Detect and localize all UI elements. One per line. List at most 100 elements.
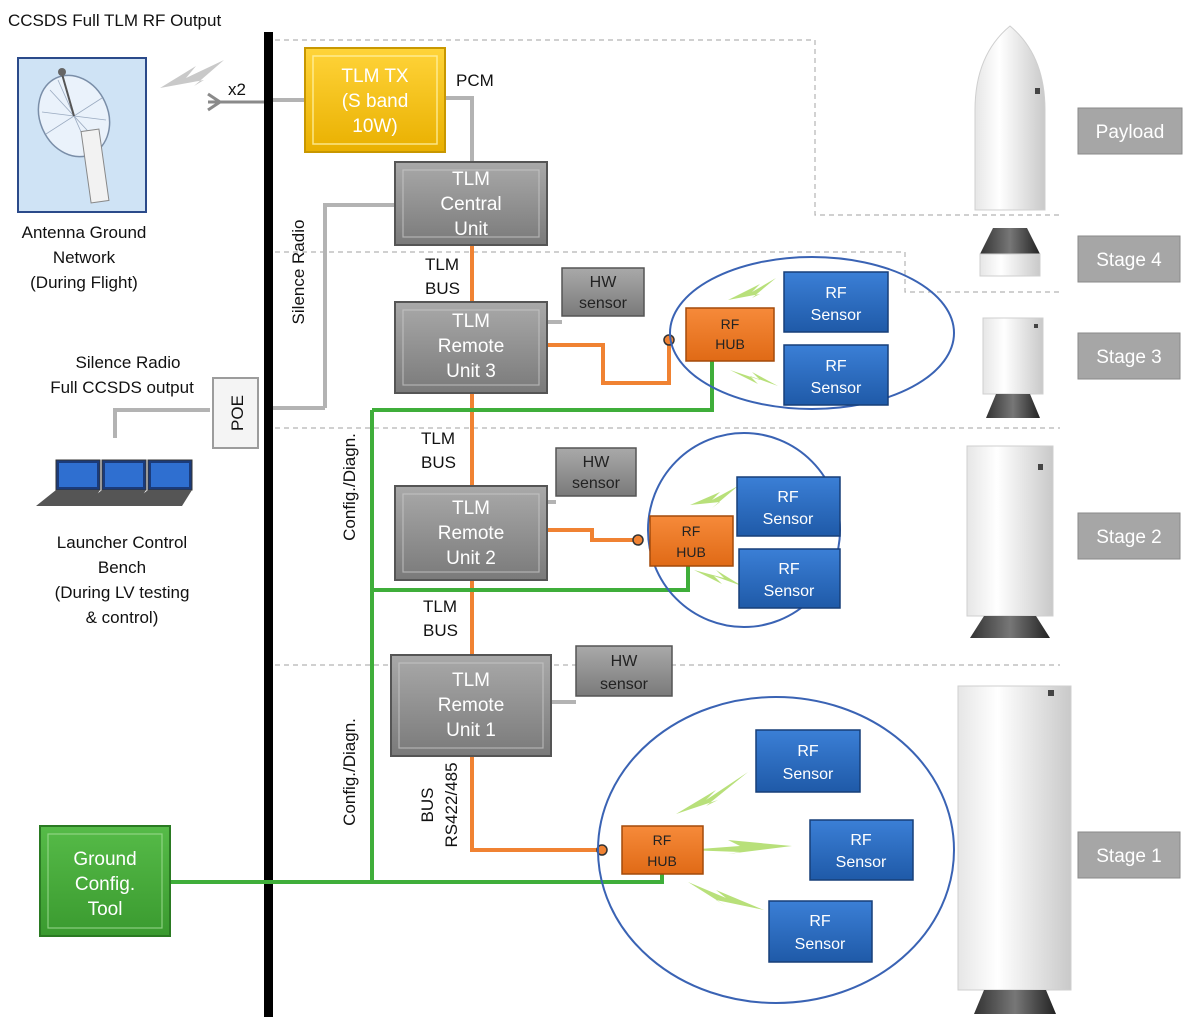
svg-text:Config.: Config. <box>75 874 135 895</box>
svg-text:sensor: sensor <box>572 475 621 492</box>
config-diagn-label: Config./Diagn. <box>340 718 359 826</box>
svg-text:TLM: TLM <box>452 169 490 190</box>
svg-text:BUS: BUS <box>421 453 456 472</box>
rf-hub: RF HUB <box>685 307 775 362</box>
svg-text:& control): & control) <box>86 608 159 627</box>
main-bus-line <box>264 32 273 1017</box>
svg-text:10W): 10W) <box>352 116 397 137</box>
svg-text:Ground: Ground <box>73 849 136 870</box>
svg-text:TLM: TLM <box>452 498 490 519</box>
tlm-bus-label: TLM BUS <box>425 255 460 298</box>
svg-text:HUB: HUB <box>647 853 677 869</box>
rf-hub: RF HUB <box>621 825 704 875</box>
svg-text:RF: RF <box>721 316 740 332</box>
svg-text:Unit 2: Unit 2 <box>446 548 496 569</box>
svg-text:Sensor: Sensor <box>783 766 834 783</box>
svg-text:Unit 1: Unit 1 <box>446 720 496 741</box>
svg-text:RF: RF <box>809 913 831 930</box>
svg-text:(During LV testing: (During LV testing <box>55 583 190 602</box>
svg-text:HW: HW <box>611 653 639 670</box>
svg-text:sensor: sensor <box>600 676 649 693</box>
svg-text:HUB: HUB <box>676 544 706 560</box>
svg-text:Sensor: Sensor <box>763 511 814 528</box>
svg-text:TLM: TLM <box>452 670 490 691</box>
svg-text:RF: RF <box>850 832 872 849</box>
tlm-remote-unit-3: TLM Remote Unit 3 <box>394 301 548 394</box>
tlm-remote-unit-1: TLM Remote Unit 1 <box>390 654 552 757</box>
svg-text:sensor: sensor <box>579 295 628 312</box>
ground-config-tool: Ground Config. Tool <box>39 825 171 937</box>
rocket-illustration <box>957 25 1072 1014</box>
svg-text:RS422/485: RS422/485 <box>442 762 461 847</box>
svg-text:RF: RF <box>777 489 799 506</box>
rf-sensor: RF Sensor <box>738 548 841 609</box>
svg-text:RF: RF <box>825 285 847 302</box>
stage-tag-stage-1: Stage 1 <box>1077 831 1181 879</box>
svg-text:HW: HW <box>590 274 618 291</box>
svg-text:HUB: HUB <box>715 336 745 352</box>
tlm-tx-block: TLM TX (S band 10W) <box>304 47 446 153</box>
svg-text:RF: RF <box>825 358 847 375</box>
stage-tag-stage-3: Stage 3 <box>1077 332 1181 380</box>
svg-text:Full CCSDS output: Full CCSDS output <box>50 378 194 397</box>
svg-text:BUS: BUS <box>418 788 437 823</box>
dish-antenna-icon <box>37 68 111 204</box>
green-config-lines <box>170 358 714 884</box>
svg-text:Sensor: Sensor <box>836 854 887 871</box>
svg-text:Stage 1: Stage 1 <box>1096 846 1162 867</box>
bench-caption: Launcher Control Bench (During LV testin… <box>55 533 190 627</box>
svg-text:Sensor: Sensor <box>811 307 862 324</box>
svg-text:RF: RF <box>653 832 672 848</box>
svg-text:HW: HW <box>583 454 611 471</box>
antenna-multiplier: x2 <box>228 80 246 99</box>
hub-connector-dots <box>596 334 675 856</box>
config-diagn-label: Config./Diagn. <box>340 433 359 541</box>
tlm-bus-label: TLM BUS <box>421 429 456 472</box>
rf-wave-icon <box>160 60 224 88</box>
rf-sensor: RF Sensor <box>809 819 914 881</box>
silence-radio-caption: Silence Radio Full CCSDS output <box>50 353 194 397</box>
svg-text:Central: Central <box>440 194 501 215</box>
hw-sensor: HW sensor <box>575 645 673 697</box>
rf-zone-circles <box>597 256 955 1004</box>
pcm-label: PCM <box>456 71 494 90</box>
svg-text:Sensor: Sensor <box>795 936 846 953</box>
rf-sensor: RF Sensor <box>755 729 861 793</box>
svg-text:Network: Network <box>53 248 116 267</box>
svg-text:Bench: Bench <box>98 558 146 577</box>
svg-text:Silence Radio: Silence Radio <box>76 353 181 372</box>
svg-text:Remote: Remote <box>438 336 505 357</box>
antenna-caption: Antenna Ground Network (During Flight) <box>22 223 147 292</box>
svg-text:(S band: (S band <box>342 91 409 112</box>
svg-text:Antenna Ground: Antenna Ground <box>22 223 147 242</box>
svg-text:Sensor: Sensor <box>811 380 862 397</box>
antenna-ground-network <box>17 57 147 213</box>
rf-sensor: RF Sensor <box>768 900 873 963</box>
svg-text:RF: RF <box>778 561 800 578</box>
tlm-remote-unit-2: TLM Remote Unit 2 <box>394 485 548 581</box>
hw-sensor: HW sensor <box>561 267 645 317</box>
svg-text:Sensor: Sensor <box>764 583 815 600</box>
rf-wave-icon <box>676 278 792 910</box>
svg-text:TLM: TLM <box>423 597 457 616</box>
svg-text:TLM: TLM <box>452 311 490 332</box>
silence-radio-vertical-label: Silence Radio <box>289 220 308 325</box>
svg-text:Unit 3: Unit 3 <box>446 361 496 382</box>
rf-hub: RF HUB <box>649 515 734 567</box>
stage-tag-stage-2: Stage 2 <box>1077 512 1181 560</box>
svg-text:Remote: Remote <box>438 695 505 716</box>
svg-text:TLM: TLM <box>421 429 455 448</box>
svg-text:Stage 2: Stage 2 <box>1096 527 1162 548</box>
stage-tag-payload: Payload <box>1077 107 1183 155</box>
poe-box: POE <box>212 377 259 449</box>
laptop-icon <box>36 459 193 506</box>
svg-text:Tool: Tool <box>88 899 123 920</box>
poe-label: POE <box>228 395 247 431</box>
svg-text:BUS: BUS <box>425 279 460 298</box>
svg-text:RF: RF <box>682 523 701 539</box>
svg-text:Launcher Control: Launcher Control <box>57 533 187 552</box>
bus-rs422-label: BUS RS422/485 <box>418 762 461 847</box>
rf-sensor: RF Sensor <box>783 344 889 406</box>
svg-text:Payload: Payload <box>1096 122 1165 143</box>
